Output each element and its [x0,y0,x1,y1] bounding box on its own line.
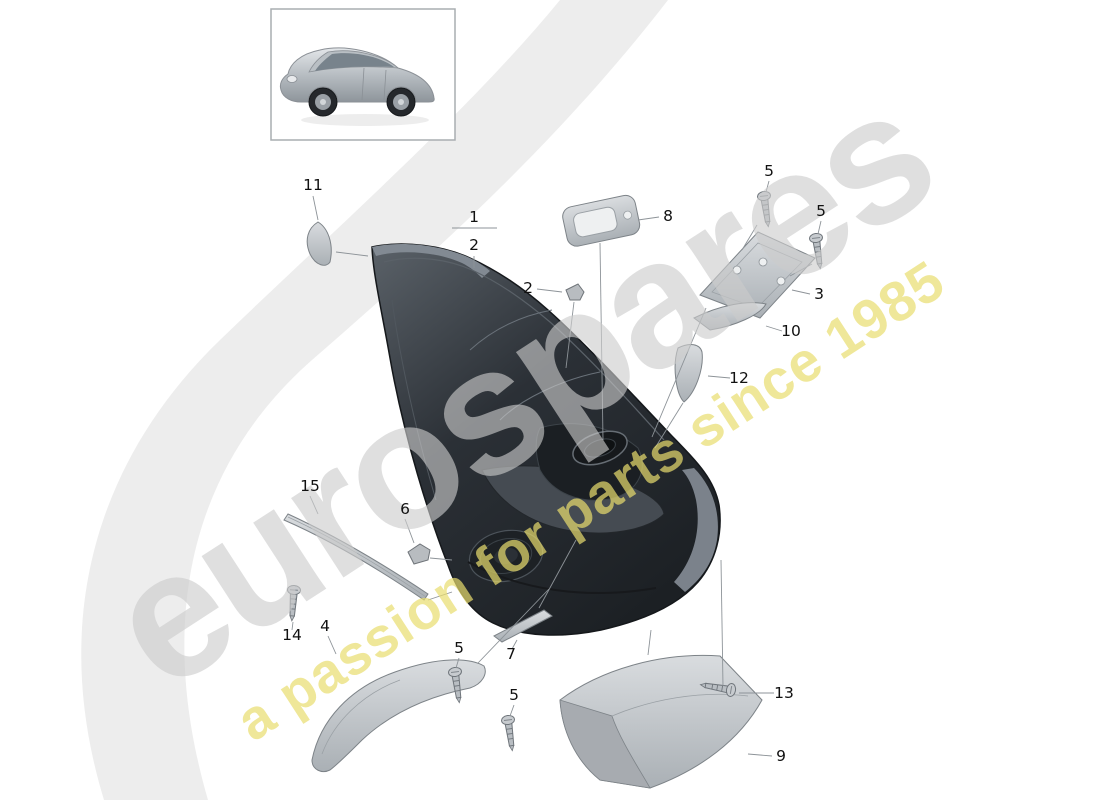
leader-line [791,289,811,295]
leader-line [511,639,518,650]
construction-line [427,591,453,601]
callout-9: 9 [776,747,786,765]
car-glass [315,53,394,71]
callout-12: 12 [729,369,749,387]
part-7-trim [493,609,553,643]
callout-2-stack: 2 [469,236,479,254]
callout-8: 8 [663,207,673,225]
part-6-clip [407,543,431,565]
callout-4: 4 [320,617,330,635]
part-15-trim-strip [283,513,429,601]
leader-lines [291,180,822,757]
part-9-door-pocket [559,654,763,789]
leader-line [455,657,460,669]
construction-line [429,557,453,561]
callout-5c: 5 [454,639,464,657]
leader-line [747,753,773,757]
callout-5d: 5 [509,686,519,704]
leader-line [291,621,294,631]
part-2-clip [565,283,585,301]
car-shadow [301,114,429,126]
part-4-door-pull-handle [311,659,486,773]
loose-parts [283,190,828,789]
construction-line [335,251,369,257]
leader-line [765,180,770,193]
construction-line [538,539,577,609]
construction-line [741,224,758,251]
callout-7: 7 [506,645,516,663]
part-5-screw-d [500,714,520,753]
leader-line [312,195,319,221]
car-icon [279,47,435,126]
leader-line [327,635,337,655]
background-swoosh [81,0,668,800]
callout-13: 13 [774,684,794,702]
leader-line [817,220,822,235]
panel-contour [391,299,437,501]
panel-handle-recess [572,430,628,466]
panel-sill-cap [372,244,490,278]
part-10-trim-strip [693,302,767,331]
part-1-door-trim-panel [371,243,721,636]
leader-line [404,518,415,544]
part-8-handle-bezel [562,194,641,247]
part-11-trim-triangle [306,221,332,266]
leader-line [765,325,783,332]
panel-front-face [674,468,718,592]
callout-5b: 5 [816,202,826,220]
construction-line [647,629,652,656]
construction-line [599,242,604,441]
construction-line [789,263,813,277]
leader-line [536,288,563,293]
car-headlight [286,75,298,83]
leader-line [637,216,660,221]
panel-pocket-seam [467,561,657,594]
callout-14: 14 [282,626,302,644]
panel-contour [469,309,553,351]
callout-6: 6 [400,500,410,518]
leader-line [309,495,319,515]
construction-line [720,559,724,687]
callout-labels: 11 1 2 2 8 5 5 3 10 12 15 6 14 4 5 7 5 1… [282,162,826,765]
callout-3: 3 [814,285,824,303]
part-12-sail-trim [674,344,703,403]
construction-line [654,402,684,449]
vehicle-thumbnail-box [270,8,456,141]
panel-contour [383,257,665,441]
leader-line [707,375,731,379]
leader-line [509,704,515,717]
construction-line [477,588,550,664]
callout-15: 15 [300,477,320,495]
panel-contour [499,371,601,421]
callout-2: 2 [523,279,533,297]
construction-line [651,307,707,438]
callout-5a: 5 [764,162,774,180]
callout-11: 11 [303,176,323,194]
construction-line [565,301,575,369]
callout-10: 10 [781,322,801,340]
callout-1: 1 [469,208,479,226]
panel-speaker [468,529,544,583]
